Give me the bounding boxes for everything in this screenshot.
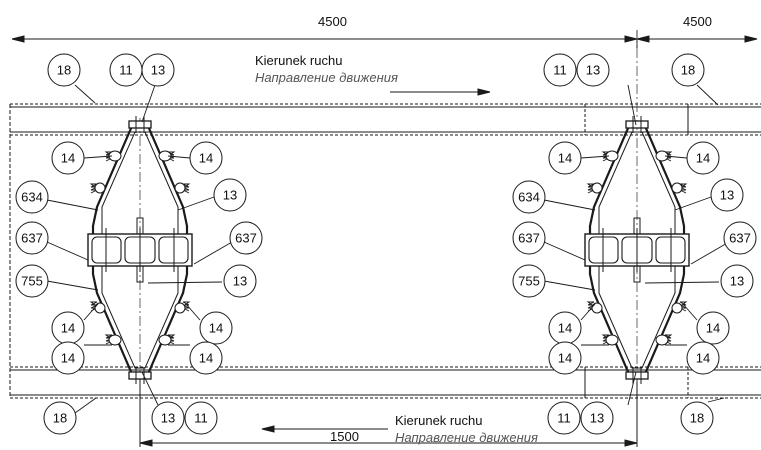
dimension-bottom: 1500 (330, 429, 359, 444)
callout-circle (548, 141, 582, 175)
callout-13: 13 (151, 63, 165, 78)
direction-label-bottom-pl: Kierunek ruchu (395, 413, 482, 428)
callout-circle (512, 180, 546, 214)
callout-18: 18 (53, 411, 67, 426)
callout-634: 634 (21, 190, 43, 205)
callout-circle (151, 401, 185, 435)
direction-label-top-ru: Направление движения (255, 70, 398, 85)
callout-11: 11 (119, 63, 133, 78)
callout-14: 14 (558, 151, 572, 166)
callout-circle (15, 221, 49, 255)
callout-14: 14 (199, 151, 213, 166)
callout-14: 14 (61, 151, 75, 166)
callout-11: 11 (557, 411, 571, 426)
callout-13: 13 (233, 274, 247, 289)
callout-637: 637 (729, 231, 751, 246)
callout-circle (15, 180, 49, 214)
callout-14: 14 (558, 351, 572, 366)
callout-14: 14 (696, 151, 710, 166)
direction-label-bottom-ru: Направление движения (395, 430, 538, 445)
callout-755: 755 (21, 274, 43, 289)
callout-circle (189, 341, 223, 375)
belt-frame (9, 103, 761, 399)
callout-11: 11 (194, 411, 208, 426)
callout-13: 13 (720, 188, 734, 203)
callout-circle (696, 311, 730, 345)
callout-14: 14 (706, 321, 720, 336)
callout-circle (710, 178, 744, 212)
callout-circle (141, 53, 175, 87)
callout-circle (184, 401, 218, 435)
callout-18: 18 (690, 411, 704, 426)
callout-18: 18 (681, 63, 695, 78)
callout-637: 637 (518, 231, 540, 246)
callout-13: 13 (730, 274, 744, 289)
callout-14: 14 (209, 321, 223, 336)
callout-circle (686, 141, 720, 175)
callout-circle (51, 341, 85, 375)
callout-circle (576, 53, 610, 87)
callout-circle (199, 311, 233, 345)
callout-14: 14 (61, 351, 75, 366)
callout-circle (548, 341, 582, 375)
callout-18: 18 (57, 63, 71, 78)
callout-14: 14 (558, 321, 572, 336)
callout-circle (671, 53, 705, 87)
callout-14: 14 (696, 351, 710, 366)
callout-circle (51, 141, 85, 175)
callout-circle (512, 264, 546, 298)
callout-circle (15, 264, 49, 298)
callout-11: 11 (553, 63, 567, 78)
direction-arrows (261, 88, 491, 433)
callout-13: 13 (223, 188, 237, 203)
callout-637: 637 (21, 231, 43, 246)
callout-circle (213, 178, 247, 212)
callout-circle (512, 221, 546, 255)
callout-circle (229, 221, 263, 255)
direction-label-top-pl: Kierunek ruchu (255, 53, 342, 68)
callout-13: 13 (586, 63, 600, 78)
callout-circle (223, 264, 257, 298)
callout-circle (47, 53, 81, 87)
callout-circle (547, 401, 581, 435)
callout-14: 14 (61, 321, 75, 336)
callout-circle (686, 341, 720, 375)
leader-lines (46, 84, 730, 419)
callout-circle (189, 141, 223, 175)
callout-circle (720, 264, 754, 298)
callout-circle (43, 401, 77, 435)
callout-circle (680, 401, 714, 435)
dimension-top-left: 4500 (318, 14, 347, 29)
callout-755: 755 (518, 274, 540, 289)
dimension-top-right: 4500 (683, 14, 712, 29)
callout-circle (723, 221, 757, 255)
callout-14: 14 (199, 351, 213, 366)
callout-circle (580, 401, 614, 435)
callout-13: 13 (590, 411, 604, 426)
callout-circle (543, 53, 577, 87)
dimension-lines (11, 30, 758, 447)
callouts: 18 11 13 14 14 634 13 637 637 755 13 14 … (15, 53, 757, 435)
callout-13: 13 (161, 411, 175, 426)
callout-637: 637 (235, 231, 257, 246)
callout-634: 634 (518, 190, 540, 205)
